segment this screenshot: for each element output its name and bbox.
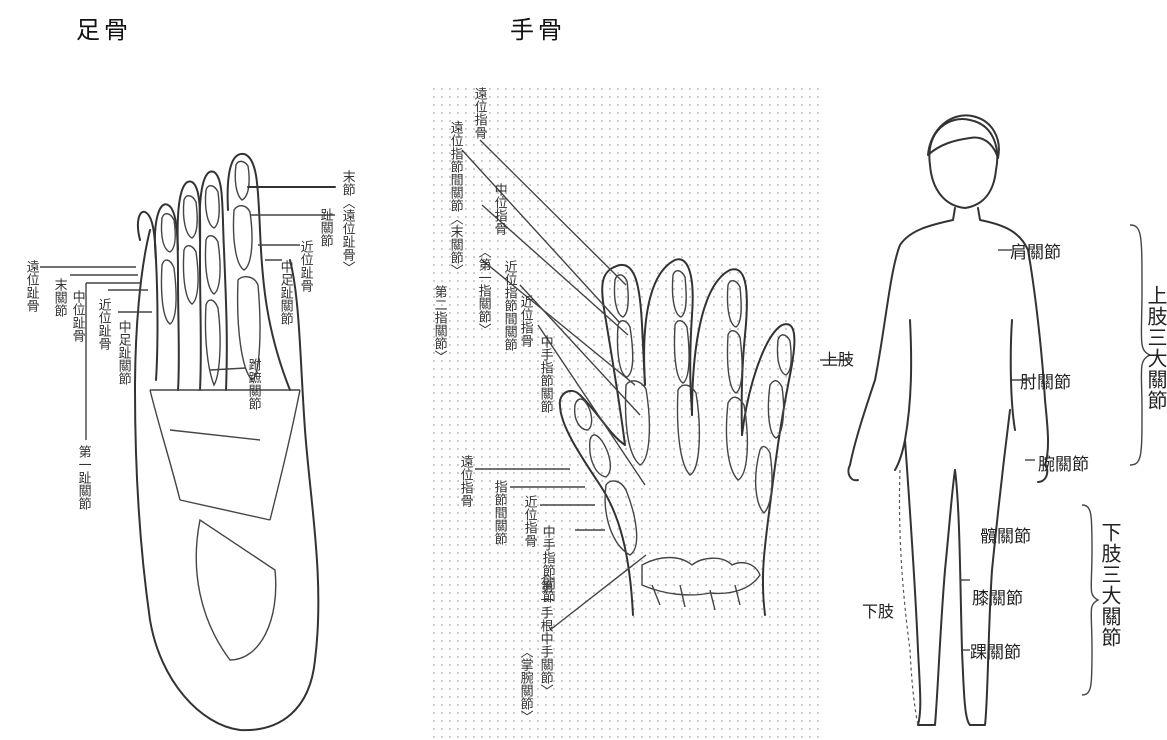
body-label-hip: 髖關節 [980,522,1031,547]
foot-label-end-joint: 末關節 [52,278,66,317]
foot-label-middle-phalanx: 中位趾骨 [70,290,84,342]
body-label-lower-three-joints: 下肢三大關節 [1096,522,1125,648]
foot-label-first-toe-joint: 第一趾關節 [76,445,90,510]
hand-label-wrist-joint: 〈掌腕關節〉 [518,645,532,723]
foot-diagram: 遠位趾骨 末關節 中位趾骨 近位趾骨 中足趾關節 第一趾關節 末節〈遠位趾骨〉 … [0,100,420,740]
hand-label-middle-phalanx: 中位指骨 [492,183,506,235]
body-label-elbow: 肘關節 [1020,368,1071,393]
hand-title: 手骨 [510,10,566,45]
body-label-ankle: 踝關節 [970,638,1021,663]
body-label-wrist: 腕關節 [1038,450,1089,475]
body-label-knee: 膝關節 [972,584,1023,609]
foot-label-midfoot-joint-right: 中足趾關節 [278,260,292,325]
hand-label-proximal-phalanx: 近位指骨 [518,295,532,347]
hand-label-interphalangeal: 指節間關節 [492,480,506,545]
hand-diagram: 遠位指骨 遠位指節間關節〈末關節〉 第二指關節〉 中位指骨 〈第一指關節〉 近位… [430,85,822,740]
body-diagram: 肩關節 肘關節 腕關節 上肢 上肢三大關節 髖關節 膝關節 踝關節 下肢 下肢三… [820,110,1167,740]
foot-label-proximal-phalanx-right: 近位趾骨 [298,240,312,292]
hand-bones-illustration [430,85,822,740]
foot-label-proximal-phalanx-left: 近位趾骨 [96,298,110,350]
hand-label-pip-joint: 近位指節間關節 [502,260,516,351]
hand-label-distal-phalanx-top: 遠位指骨 [472,87,486,139]
foot-label-tarsometatarsal-joint: 跗蹠關節 [246,358,260,410]
hand-label-second-finger-joint: 第二指關節〉 [432,285,446,363]
foot-label-distal-phalanx: 遠位趾骨 [24,260,38,312]
hand-label-distal-interphalangeal: 遠位指節間關節〈末關節〉 [448,121,462,277]
hand-label-first-carpometacarpal: 〈第一手根中手關節〉 [538,567,552,697]
foot-label-midfoot-joint-left: 中足趾關節 [116,320,130,385]
foot-bones-illustration [0,100,420,740]
foot-label-toe-joint: 趾關節 [318,208,332,247]
foot-label-end-joint-distal: 末節〈遠位趾骨〉 [340,170,354,274]
hand-label-pip-note: 〈第一指關節〉 [476,245,490,336]
hand-label-proximal-phalanx-thumb: 近位指骨 [522,495,536,547]
body-label-lower-limb: 下肢 [862,598,894,622]
body-label-shoulder: 肩關節 [1010,238,1061,263]
body-label-upper-limb: 上肢 [822,346,854,370]
foot-title: 足骨 [76,10,132,45]
hand-label-distal-phalanx-thumb: 遠位指骨 [458,455,472,507]
body-label-upper-three-joints: 上肢三大關節 [1142,285,1167,411]
hand-label-metacarpophalangeal: 中手指節關節 [538,335,552,413]
